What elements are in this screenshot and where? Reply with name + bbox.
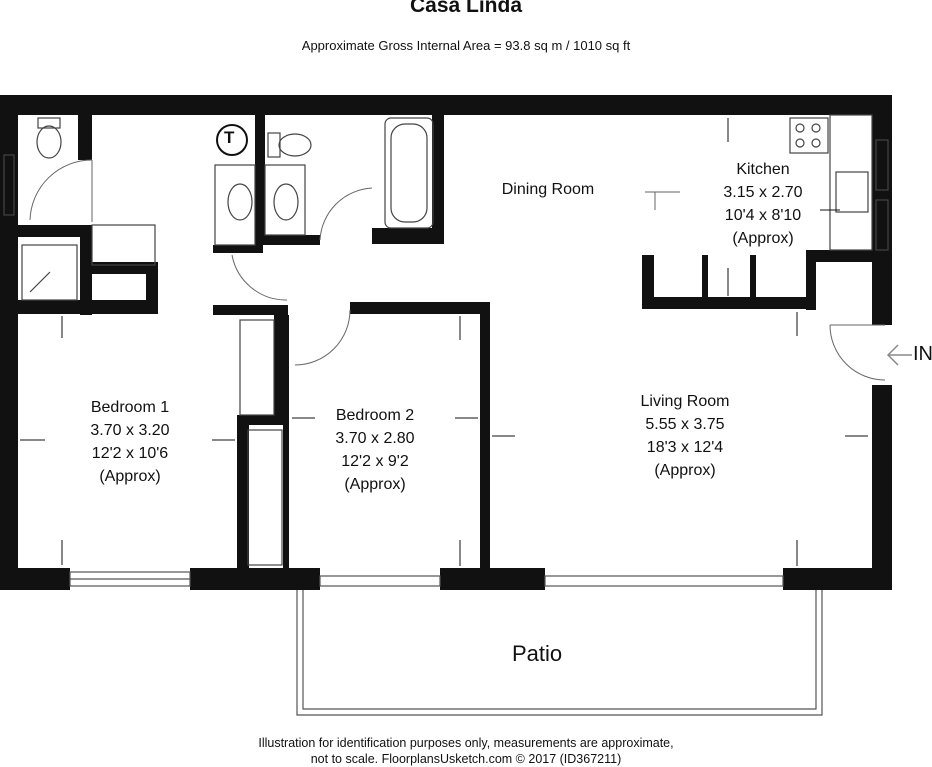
dining-room-label: Dining Room	[478, 178, 618, 201]
bedroom1-name: Bedroom 1	[90, 399, 170, 416]
entry-arrow-icon	[886, 344, 912, 366]
walls	[0, 95, 892, 590]
plan-title: Casa Linda	[409, 0, 523, 17]
bedroom2-imperial: 12'2 x 9'2	[341, 453, 409, 470]
kitchen-name: Kitchen	[736, 161, 790, 178]
entry-label: IN	[913, 343, 932, 365]
toilet-symbol-icon: T	[224, 128, 235, 147]
dimension-arrows	[20, 118, 868, 566]
kitchen-metric: 3.15 x 2.70	[723, 184, 803, 201]
disclaimer-line2: not to scale. FloorplansUsketch.com © 20…	[310, 752, 622, 766]
dining-room-name: Dining Room	[501, 181, 595, 198]
patio-label: Patio	[512, 641, 563, 666]
disclaimer-line1: Illustration for identification purposes…	[258, 736, 674, 750]
bedroom2-metric: 3.70 x 2.80	[335, 430, 415, 447]
bedroom1-note: (Approx)	[99, 468, 161, 485]
disclaimer-footer: Illustration for identification purposes…	[0, 735, 932, 767]
living-room-metric: 5.55 x 3.75	[645, 416, 725, 433]
bedroom1-label: Bedroom 1 3.70 x 3.20 12'2 x 10'6 (Appro…	[60, 396, 200, 488]
area-subtitle: Approximate Gross Internal Area = 93.8 s…	[301, 38, 631, 53]
bedroom2-note: (Approx)	[344, 476, 406, 493]
living-room-label: Living Room 5.55 x 3.75 18'3 x 12'4 (App…	[610, 390, 760, 482]
living-room-note: (Approx)	[654, 462, 716, 479]
bedroom1-metric: 3.70 x 3.20	[90, 422, 170, 439]
bedroom2-name: Bedroom 2	[335, 407, 415, 424]
doors	[29, 159, 886, 381]
bedroom2-label: Bedroom 2 3.70 x 2.80 12'2 x 9'2 (Approx…	[305, 404, 445, 496]
kitchen-imperial: 10'4 x 8'10	[724, 207, 802, 224]
living-room-name: Living Room	[640, 393, 730, 410]
kitchen-note: (Approx)	[732, 230, 794, 247]
living-room-imperial: 18'3 x 12'4	[646, 439, 724, 456]
bedroom1-imperial: 12'2 x 10'6	[91, 445, 169, 462]
kitchen-label: Kitchen 3.15 x 2.70 10'4 x 8'10 (Approx)	[688, 158, 838, 250]
patio-outline	[69, 571, 823, 716]
fixtures	[3, 114, 889, 566]
